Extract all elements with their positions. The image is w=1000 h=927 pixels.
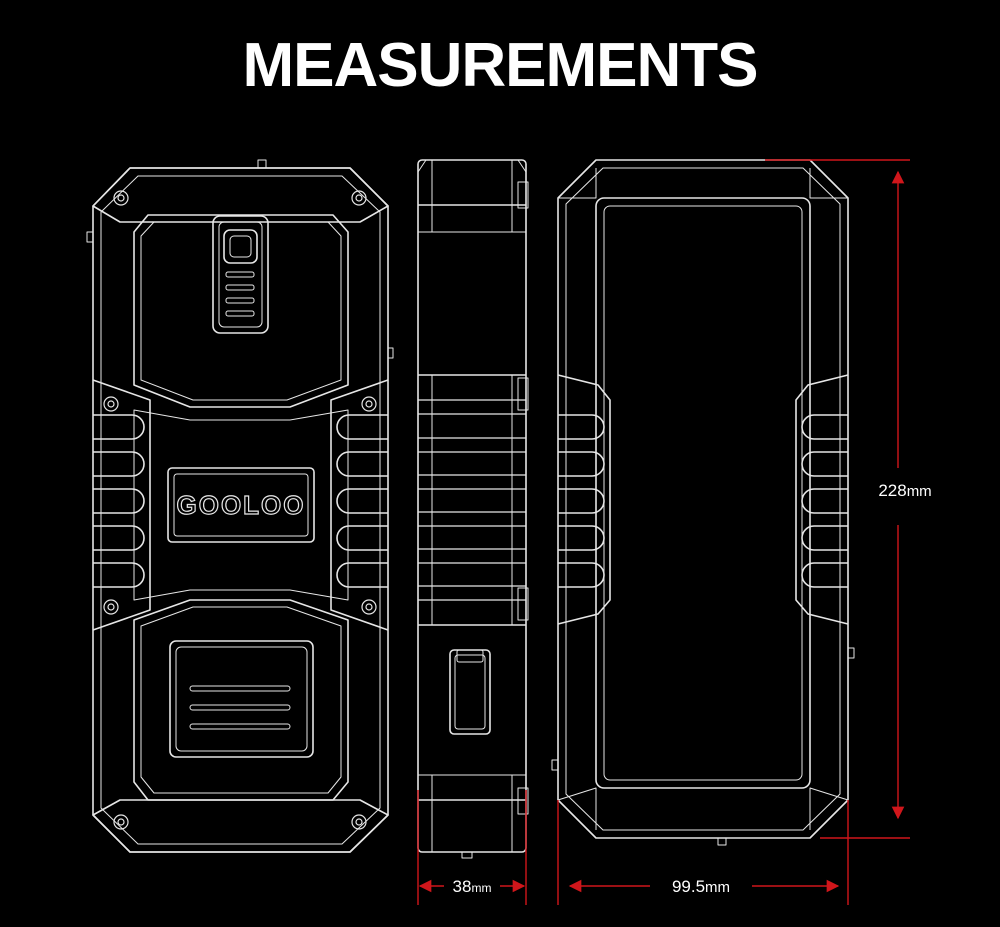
depth-dimension-label: 38mm [453, 877, 492, 896]
front-view [86, 159, 394, 853]
gooloo-logo: GOOLOO [177, 490, 306, 520]
width-dimension-label: 99.5mm [672, 877, 730, 896]
side-view [417, 159, 529, 859]
back-view [551, 159, 855, 846]
height-dimension-label: 228mm [878, 481, 931, 500]
page-title: MEASUREMENTS [242, 31, 758, 100]
dimension-lines [417, 159, 910, 905]
